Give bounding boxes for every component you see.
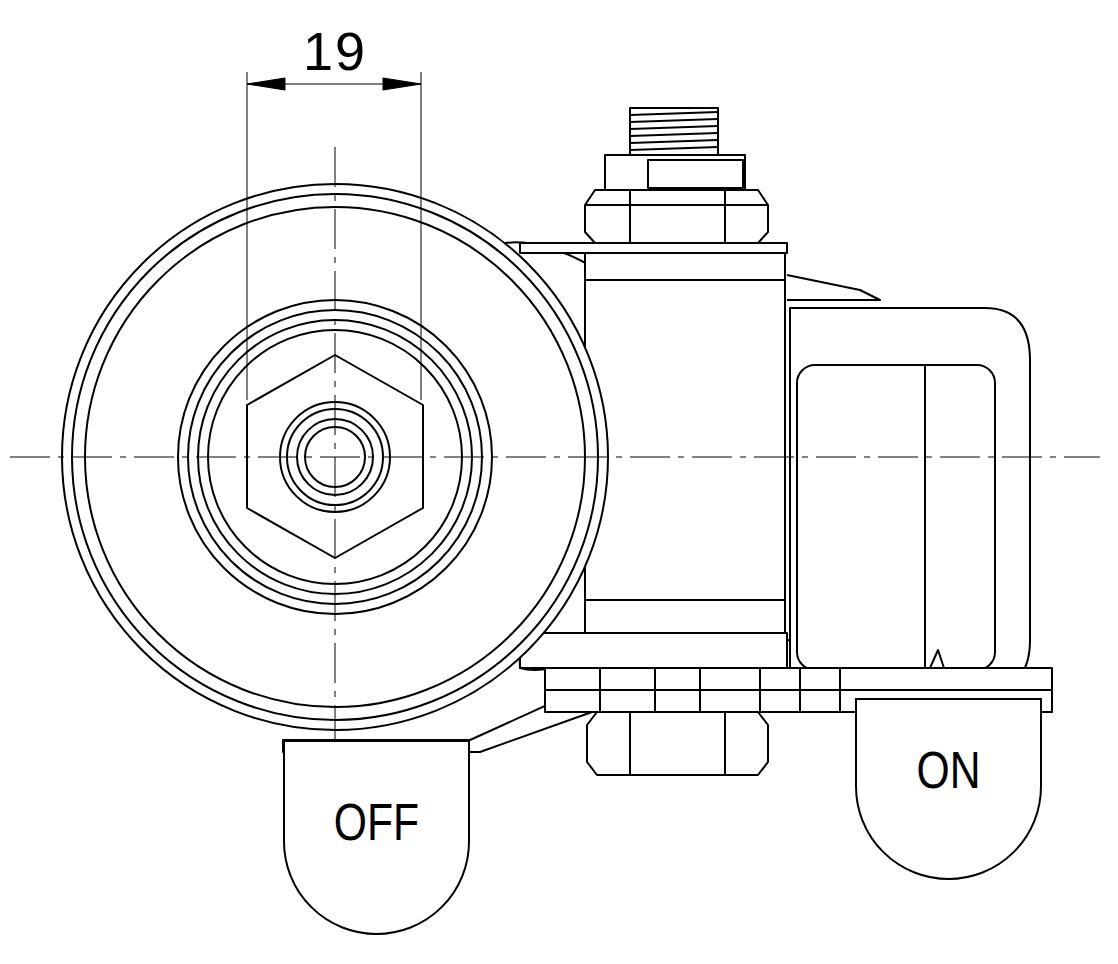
mounting-plate-part [759,668,761,712]
top-fitting-part [630,147,718,150]
dimension-line [247,72,421,400]
switch-label: OFF [300,796,453,848]
bottom-nut-part [629,712,631,775]
top-fitting-part [605,155,745,190]
actuator-housing [790,308,1030,690]
bottom-nut-part [587,712,768,775]
valve-body-part [585,599,785,601]
top-fitting-part [630,140,718,143]
dimension-value: 19 [303,24,367,78]
valve-body-part [520,243,787,253]
valve-body-part [787,275,880,300]
tab-outline-path [856,699,1041,879]
top-fitting-part [630,112,718,115]
valve-body-part [585,279,785,281]
valve-body-part [585,248,785,636]
top-fitting-part [630,119,718,122]
valve-body-part [520,633,787,668]
actuator-housing-part [930,650,944,668]
mounting-plate-part [599,668,601,712]
switch-label: ON [872,744,1025,796]
center-line-part [10,457,1100,458]
actuator-housing-part [790,308,1030,690]
top-fitting-part [585,204,768,206]
switch-tab: ON [855,698,1042,880]
top-fitting-part [630,126,718,129]
mounting-plate-part [654,668,656,712]
dimension-line-part [383,78,421,90]
top-fitting-part [724,190,726,243]
center-line [10,147,1100,765]
top-fitting-part [585,190,768,243]
top-fitting-part [648,160,743,188]
bottom-nut-part [724,712,726,775]
tab-outline-path [284,741,469,934]
top-fitting-part [630,108,718,155]
actuator-housing-part [924,365,926,670]
dimension-line-part [247,72,248,400]
top-fitting-part [630,133,718,136]
dimension-line-part [421,72,422,400]
mounting-plate-part [545,689,1052,691]
top-fitting [585,108,768,243]
bottom-nut [587,712,768,775]
mounting-plate-part [799,668,801,712]
center-line-part [335,147,336,765]
top-fitting-part [629,190,631,243]
dimension-line-part [247,78,285,90]
switch-tab: OFF [283,740,470,935]
actuator-housing-part [797,365,995,670]
mounting-plate-part [839,668,841,712]
mounting-plate-part [699,668,701,712]
